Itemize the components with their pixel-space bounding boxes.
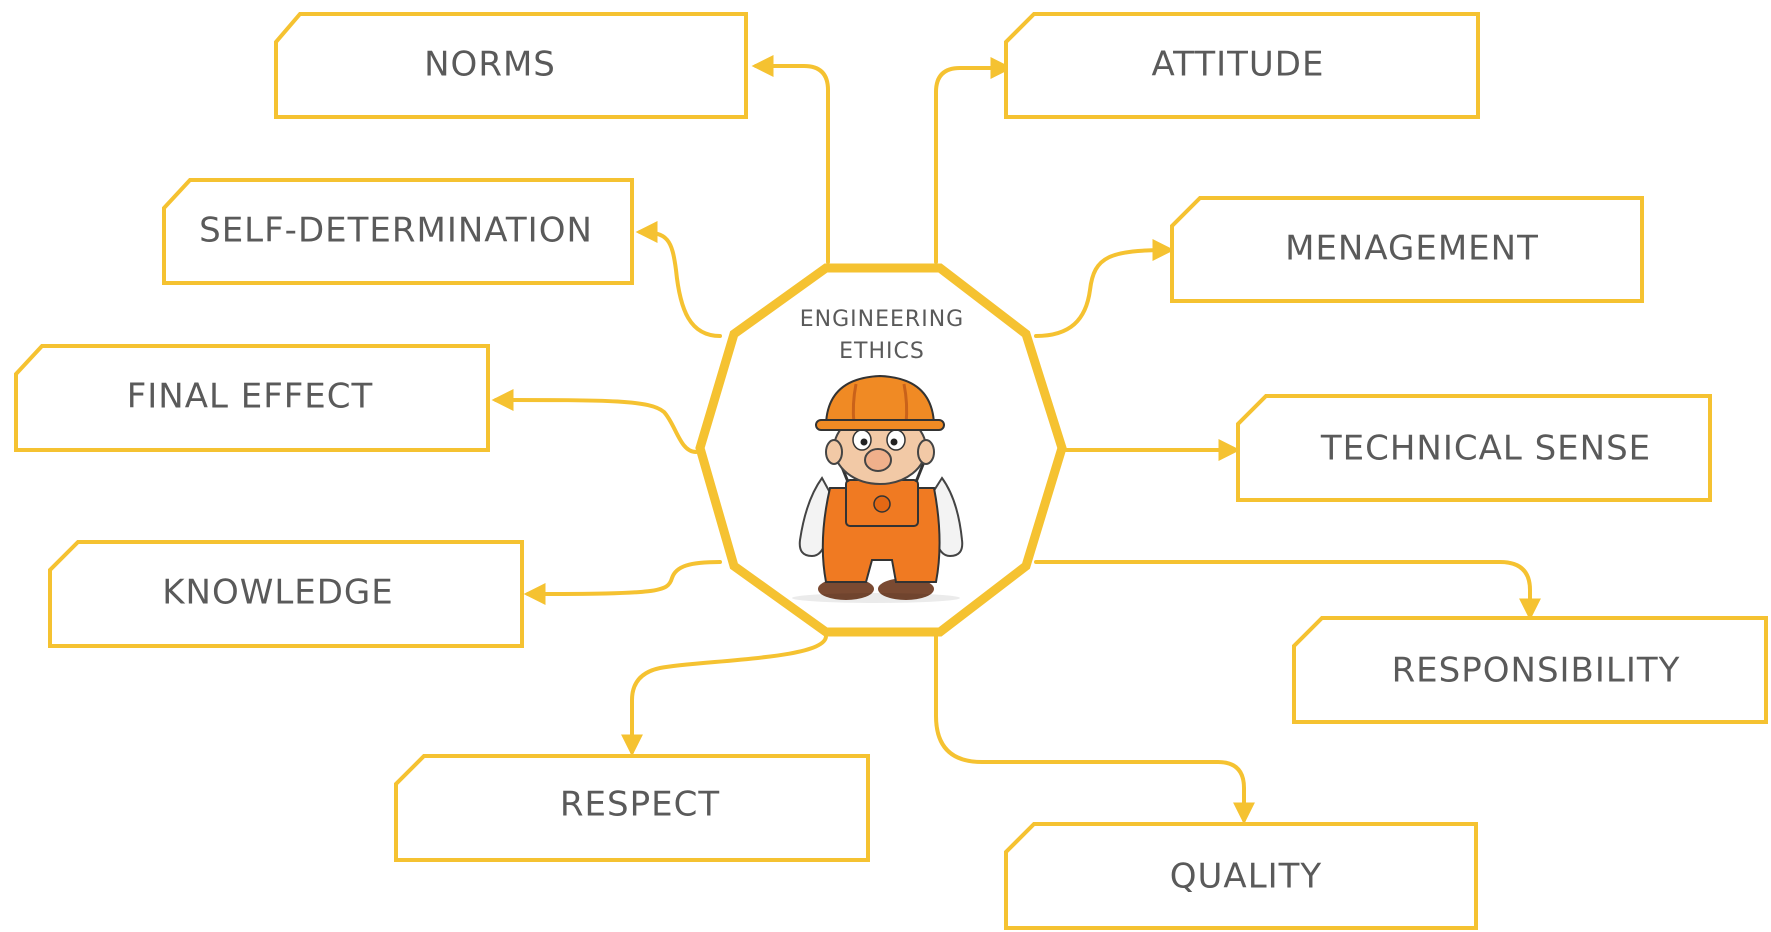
node-label: ATTITUDE: [1152, 45, 1325, 85]
connector-knowledge: [523, 560, 722, 605]
node-box-technical-sense: [1236, 394, 1712, 502]
connector-self-determination: [635, 221, 722, 338]
node-box-final-effect: [14, 344, 490, 452]
center-title-line1: ENGINEERING: [800, 307, 964, 332]
node-box-quality: [1004, 822, 1478, 930]
node-box-norms: [274, 12, 748, 119]
node-label: RESPECT: [560, 785, 720, 825]
connector-respect: [621, 634, 828, 757]
engineer-mascot-icon: [792, 374, 964, 603]
connector-attitude: [934, 57, 1013, 264]
node-box-responsibility: [1292, 616, 1768, 724]
connector-quality: [934, 634, 1255, 825]
node-label: SELF-DETERMINATION: [199, 211, 593, 251]
node-label: MENAGEMENT: [1285, 229, 1539, 269]
node-label: TECHNICAL SENSE: [1320, 429, 1651, 469]
node-label: NORMS: [424, 45, 556, 85]
connector-menagement: [1034, 239, 1175, 338]
node-box-respect: [394, 754, 870, 862]
connector-norms: [751, 55, 830, 264]
center-title-line2: ETHICS: [839, 339, 925, 364]
node-box-knowledge: [48, 540, 524, 648]
connector-final-effect: [491, 389, 698, 454]
node-label: RESPONSIBILITY: [1392, 651, 1681, 691]
node-box-self-determination: [162, 178, 634, 285]
node-label: KNOWLEDGE: [162, 573, 394, 613]
node-box-attitude: [1004, 12, 1480, 119]
node-label: QUALITY: [1170, 857, 1322, 897]
node-label: FINAL EFFECT: [127, 377, 374, 417]
connector-responsibility: [1034, 560, 1541, 621]
node-box-menagement: [1170, 196, 1644, 303]
